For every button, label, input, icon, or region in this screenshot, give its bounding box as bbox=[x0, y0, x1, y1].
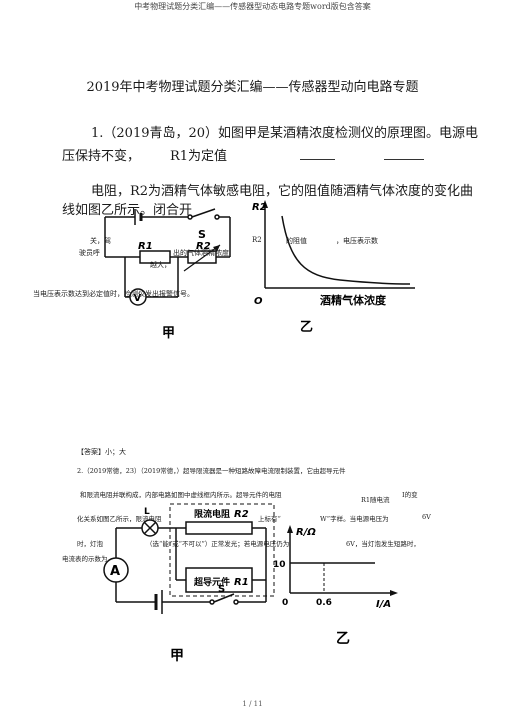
q2-graph-y-tick: 10 bbox=[273, 560, 286, 570]
q2-lamp-label: L bbox=[144, 507, 150, 517]
q1-overlay-r2: R2 bbox=[252, 236, 262, 244]
q1-line1: 1.（2019青岛，20）如图甲是某酒精浓度检测仪的原理图。电源电 bbox=[91, 126, 479, 141]
q2-line1: 2.（2019常德，23）（2019常德，）超导限流器是一种短路故障电流限制装置… bbox=[77, 467, 346, 475]
q2-graph-origin: 0 bbox=[282, 598, 288, 608]
q2-graph-x-tick: 0.6 bbox=[316, 598, 332, 608]
q1-overlay-shiyuan: 驶员呼 bbox=[79, 249, 100, 257]
q1-voltmeter-label: V bbox=[134, 293, 142, 304]
q1-caption-right: 乙 bbox=[300, 320, 313, 335]
q2-line2b: R1随电流 bbox=[361, 496, 390, 504]
q2-resistance-graph: R/Ω 10 0 0.6 I/A 乙 bbox=[273, 525, 398, 647]
q2-sc-box-label: 超导元件 bbox=[193, 576, 230, 588]
q1-graph-origin: O bbox=[254, 296, 263, 307]
q2-line5: 电流表的示数为 bbox=[62, 555, 108, 563]
q1-r1-label: R1 bbox=[138, 241, 153, 252]
q2-circuit-diagram: 限流电阻 R2 超导元件 R1 L A S 甲 bbox=[103, 503, 275, 664]
document-title: 2019年中考物理试题分类汇编——传感器型动向电路专题 bbox=[86, 80, 419, 95]
q1-overlay-yue: 越大， bbox=[150, 261, 171, 269]
q2-caption-right: 乙 bbox=[336, 631, 350, 647]
page-header: 中考物理试题分类汇编——传感器型动态电路专题word版包含答案 bbox=[134, 2, 371, 11]
page-number: 1 / 11 bbox=[242, 700, 263, 708]
q2-graph-x-label: I/A bbox=[376, 599, 391, 610]
q1-resistance-graph: R2 O 酒精气体浓度 乙 bbox=[252, 200, 415, 335]
q1-overlay-chu: 出的气体酒精浓度 bbox=[173, 249, 229, 257]
q1-blank-2 bbox=[384, 159, 424, 160]
q1-graph-x-label: 酒精气体浓度 bbox=[320, 293, 387, 307]
q1-blank-1 bbox=[300, 159, 335, 160]
q1-line2a: 压保持不变， bbox=[62, 149, 141, 164]
q2-graph-y-label: R/Ω bbox=[296, 527, 316, 538]
q1-r2-label: R2 bbox=[196, 241, 211, 252]
q1-answer: 【答案】小；大 bbox=[77, 448, 126, 456]
q2-line3b: 上标有“ bbox=[258, 515, 281, 523]
q2-limit-box-label: 限流电阻 bbox=[194, 508, 230, 520]
q2-line3a: 化关系如图乙所示，限流电阻 bbox=[77, 515, 162, 523]
q2-caption-left: 甲 bbox=[170, 648, 184, 664]
q2-switch-label: S bbox=[218, 584, 225, 595]
q1-switch-label: S bbox=[198, 228, 206, 241]
q2-line3c: W”字样。当电源电压为 bbox=[320, 515, 389, 523]
q2-r1-label: R1 bbox=[234, 577, 249, 588]
q2-line4c: 6V，当灯泡发生短路时， bbox=[346, 540, 420, 548]
q1-line3: 电阻，R2为酒精气体敏感电阻，它的阻值随酒精气体浓度的变化曲 bbox=[91, 184, 474, 199]
q2-line2c: I的变 bbox=[402, 491, 418, 499]
q1-overlay-zuzhi: 的阻值 bbox=[286, 237, 307, 245]
q2-line2a: 和限流电阻并联构成，内部电路如图中虚线框内所示。超导元件的电阻 bbox=[80, 491, 282, 499]
q1-graph-y-label: R2 bbox=[252, 202, 267, 213]
q2-line4a: 时，灯泡 bbox=[77, 540, 103, 548]
q1-overlay-guan: 关，驾 bbox=[90, 237, 111, 245]
q2-line4b: （选“能”或“不可以”）正常发光；若电源电压仍为 bbox=[146, 540, 290, 548]
q1-line4: 线如图乙所示。闭合开 bbox=[62, 203, 193, 218]
q2-line3d: 6V bbox=[422, 513, 431, 521]
q2-ammeter-label: A bbox=[110, 564, 120, 579]
q2-r2-label: R2 bbox=[234, 509, 249, 520]
q1-overlay-dianya: ，电压表示数 bbox=[336, 237, 378, 245]
q1-overlay-alarm: 当电压表示数达到必定值时，检测仪发出报警信号。 bbox=[33, 290, 194, 298]
q1-caption-left: 甲 bbox=[162, 326, 175, 341]
q1-line2b: R1为定值 bbox=[170, 149, 228, 164]
q1-circuit-diagram: S R1 R2 V 甲 bbox=[104, 208, 231, 341]
